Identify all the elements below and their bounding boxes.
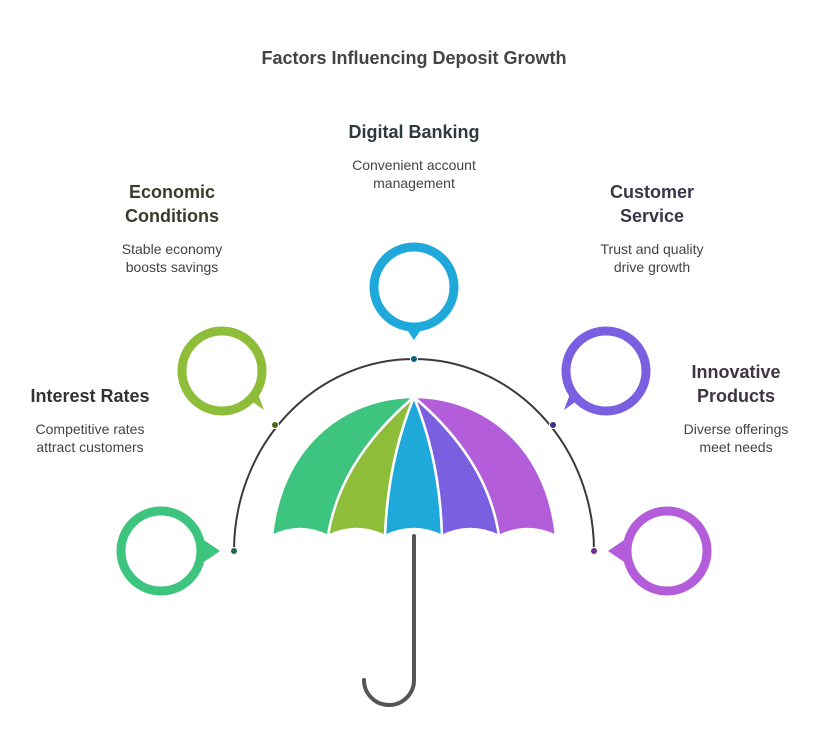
innovative-products-desc-line2: meet needs (699, 439, 773, 455)
customer-service-desc: Trust and quality drive growth (572, 240, 732, 276)
digital-banking-desc-line1: Convenient account (352, 157, 476, 173)
innovative-products-title-line2: Products (696, 386, 775, 406)
innovative-products-circle (622, 506, 712, 596)
economic-conditions-title-line2: Conditions (125, 206, 219, 226)
economic-conditions-desc: Stable economy boosts savings (92, 240, 252, 276)
economic-conditions-desc-line1: Stable economy (121, 241, 223, 257)
economic-conditions-dot (271, 421, 279, 429)
customer-service-dot (549, 421, 557, 429)
innovative-products-node (590, 506, 712, 596)
interest-rates-desc: Competitive rates attract customers (10, 420, 170, 456)
digital-banking-title: Digital Banking (348, 122, 480, 142)
economic-conditions-circle (177, 326, 267, 416)
digital-banking-desc-line2: management (373, 175, 455, 191)
digital-banking-node (369, 242, 459, 363)
innovative-products-desc-line1: Diverse offerings (683, 421, 789, 437)
innovative-products-dot (590, 547, 598, 555)
canopy-panel-purple (412, 395, 558, 538)
interest-rates-desc-line1: Competitive rates (35, 421, 145, 437)
interest-rates-circle (116, 506, 206, 596)
economic-conditions-title-line1: Economic (128, 182, 216, 202)
innovative-products-title: Innovative Products (646, 360, 826, 408)
digital-banking-desc: Convenient account management (314, 156, 514, 192)
customer-service-title-line2: Service (619, 206, 685, 226)
customer-service-circle (561, 326, 651, 416)
interest-rates-title: Interest Rates (30, 386, 150, 406)
digital-banking-dot (410, 355, 418, 363)
economic-conditions-node (177, 326, 279, 429)
interest-rates-desc-line2: attract customers (36, 439, 144, 455)
interest-rates-node (116, 506, 238, 596)
digital-banking-circle (369, 242, 459, 332)
innovative-products-desc: Diverse offerings meet needs (646, 420, 826, 456)
innovative-products-title-line1: Innovative (691, 362, 781, 382)
customer-service-title-line1: Customer (609, 182, 694, 202)
umbrella-handle (362, 534, 416, 707)
customer-service-title: Customer Service (572, 180, 732, 228)
diagram-title: Factors Influencing Deposit Growth (261, 48, 567, 68)
economic-conditions-title: Economic Conditions (92, 180, 252, 228)
interest-rates-dot (230, 547, 238, 555)
customer-service-desc-line2: drive growth (613, 259, 691, 275)
economic-conditions-desc-line2: boosts savings (125, 259, 219, 275)
customer-service-node (549, 326, 651, 429)
umbrella-canopy (270, 395, 558, 538)
customer-service-desc-line1: Trust and quality (600, 241, 704, 257)
